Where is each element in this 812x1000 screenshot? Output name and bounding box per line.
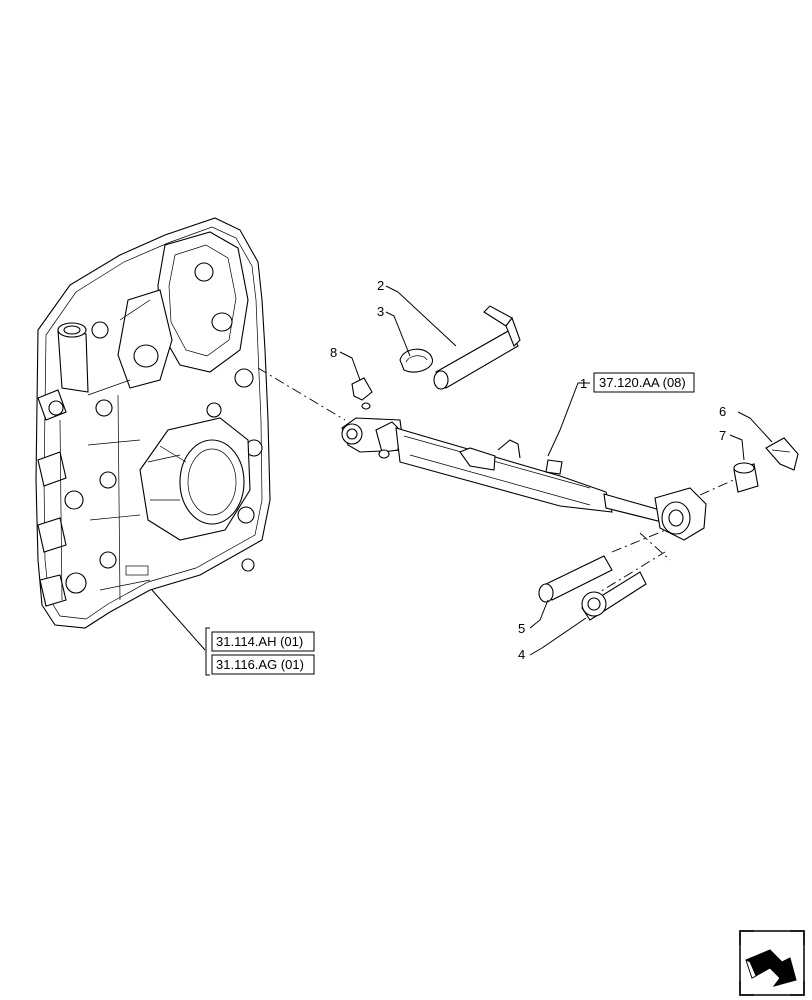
reference-housing-1[interactable]: 31.114.AH (01) (211, 631, 315, 652)
callout-7: 7 (719, 428, 726, 443)
reference-housing-2[interactable]: 31.116.AG (01) (211, 654, 315, 675)
pin-2-illustration (433, 305, 521, 390)
callout-3: 3 (377, 304, 384, 319)
pin-4-illustration (581, 571, 647, 621)
top-link-assembly (341, 417, 707, 541)
pin-5-illustration (538, 555, 613, 603)
reference-top-link-text: 37.120.AA (08) (599, 375, 686, 390)
rear-housing-illustration (35, 217, 271, 629)
clip-3-illustration (399, 348, 433, 373)
reference-housing-2-text: 31.116.AG (01) (216, 657, 304, 672)
callout-labels: 1 2 3 4 5 6 7 8 (330, 278, 726, 662)
part-6-illustration (765, 437, 799, 471)
callout-6: 6 (719, 404, 726, 419)
next-page-arrow-icon[interactable] (739, 930, 805, 996)
alignment-lines (257, 367, 739, 599)
callout-4: 4 (518, 647, 525, 662)
leader-lines (151, 285, 773, 676)
reference-top-link[interactable]: 37.120.AA (08) (593, 372, 695, 393)
part-7-bushing-illustration (733, 462, 759, 493)
reference-housing-1-text: 31.114.AH (01) (216, 634, 303, 649)
callout-5: 5 (518, 621, 525, 636)
callout-2: 2 (377, 278, 384, 293)
callout-8: 8 (330, 345, 337, 360)
callout-1: 1 (580, 376, 587, 391)
part-8-illustration (351, 377, 373, 410)
